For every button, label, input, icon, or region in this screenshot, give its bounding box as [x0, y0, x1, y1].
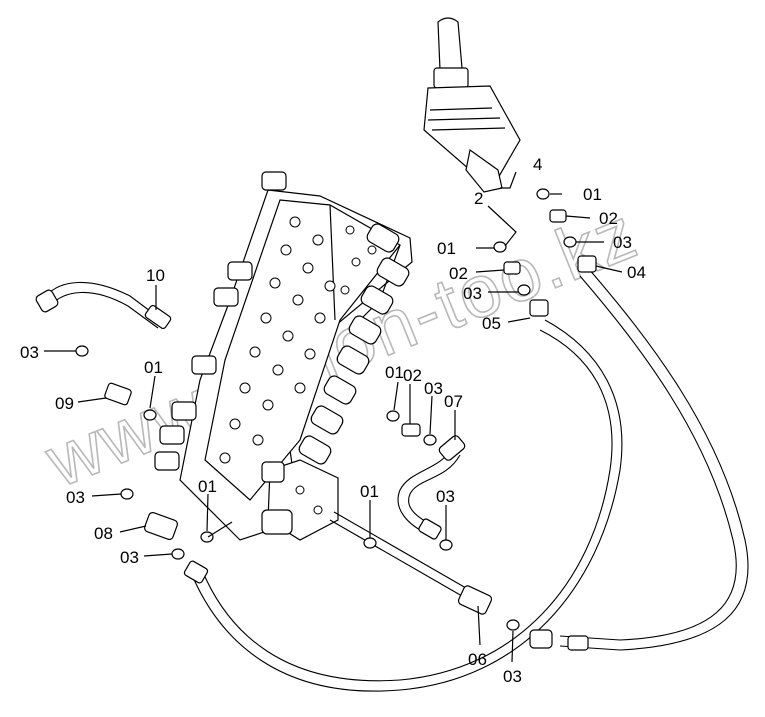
callout-01-left: 01 — [144, 358, 163, 377]
callout-04: 04 — [627, 263, 646, 282]
hoses — [35, 267, 749, 692]
callout-09: 09 — [55, 394, 74, 413]
callout-01-top-right: 01 — [583, 185, 602, 204]
callout-01-lower-center: 01 — [360, 482, 379, 501]
callout-03-mid: 03 — [463, 284, 482, 303]
left-fittings — [154, 171, 287, 471]
valve-holes — [219, 216, 377, 464]
callout-03-far-left: 03 — [66, 488, 85, 507]
callout-03-top-right: 03 — [613, 233, 632, 252]
callout-02-mid: 02 — [449, 264, 468, 283]
callout-03-lower-left: 03 — [120, 548, 139, 567]
control-valve-block — [154, 171, 413, 541]
leader-lines — [44, 171, 623, 663]
callouts: 4 2 01 02 03 04 01 02 03 05 10 03 01 09 … — [20, 155, 646, 686]
callout-07: 07 — [444, 392, 463, 411]
callout-02-center: 02 — [403, 366, 422, 385]
callout-02-top-right: 02 — [599, 209, 618, 228]
callout-10: 10 — [146, 266, 165, 285]
callout-03-lower-center: 03 — [436, 487, 455, 506]
callout-08: 08 — [94, 524, 113, 543]
callout-01-lower-left: 01 — [198, 477, 217, 496]
callout-4: 4 — [533, 155, 542, 174]
spool-caps — [298, 223, 410, 465]
callout-01-center: 01 — [385, 363, 404, 382]
callout-06: 06 — [468, 650, 487, 669]
callout-03-center: 03 — [424, 379, 443, 398]
callout-01-mid: 01 — [437, 239, 456, 258]
callout-05: 05 — [482, 314, 501, 333]
callout-2: 2 — [474, 189, 483, 208]
joystick-lever — [423, 17, 521, 193]
callout-03-bottom: 03 — [503, 667, 522, 686]
callout-03-left: 03 — [20, 343, 39, 362]
fittings — [75, 188, 597, 631]
